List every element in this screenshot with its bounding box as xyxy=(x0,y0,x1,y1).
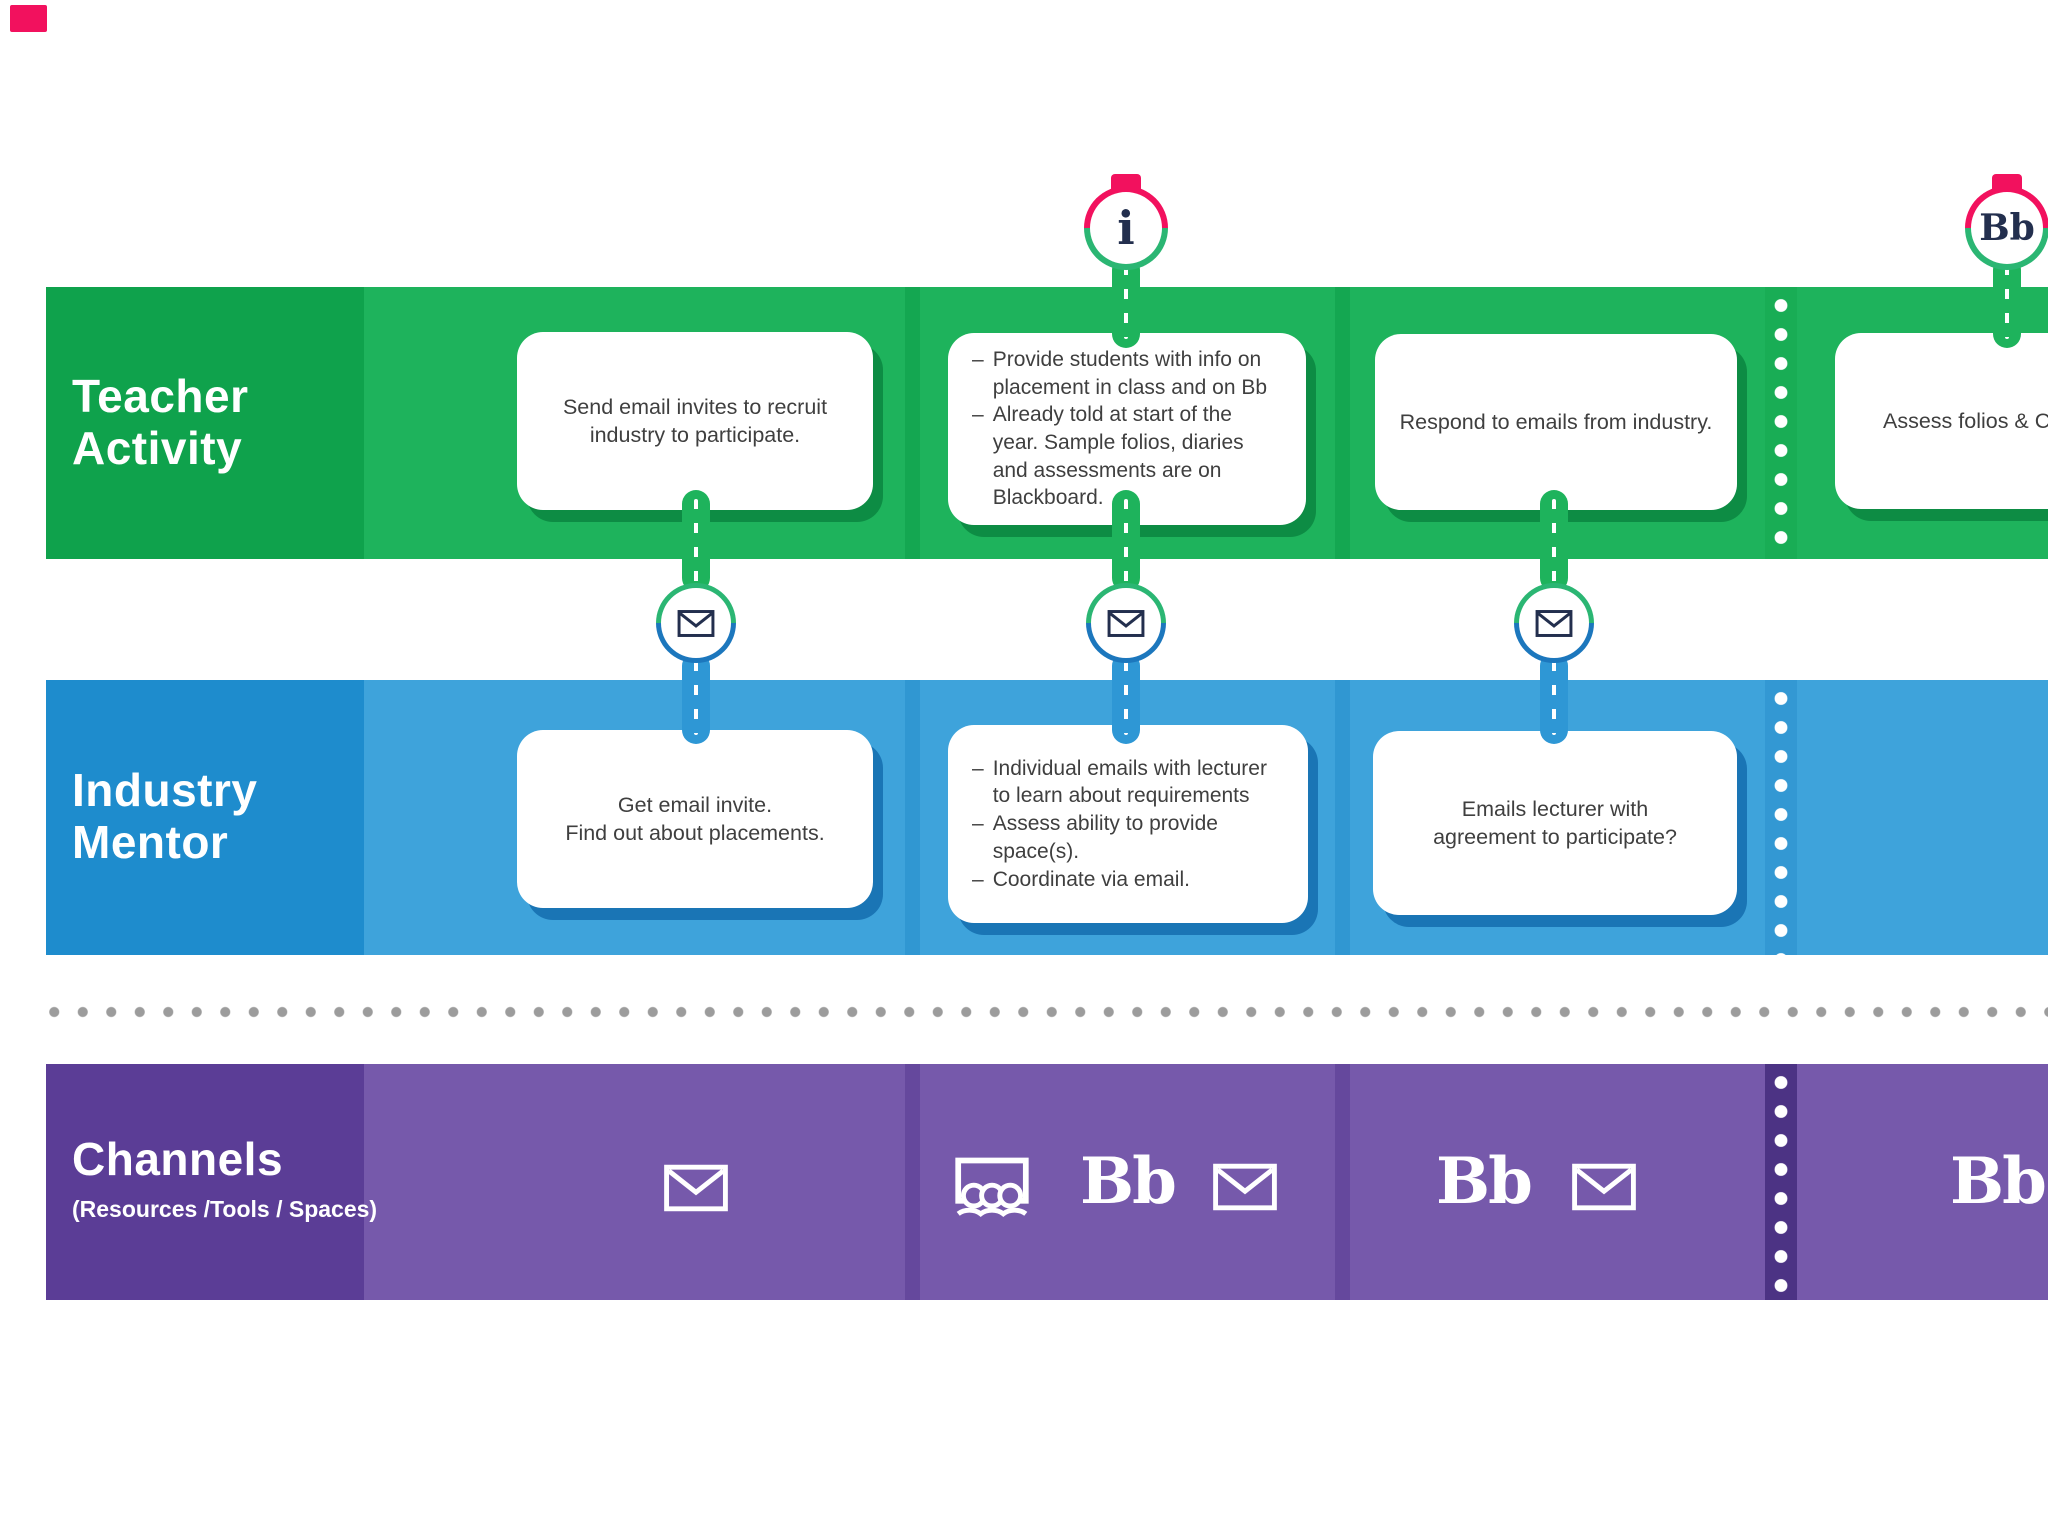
teacher-label-line2: Activity xyxy=(72,421,243,474)
connector-stem-blue xyxy=(1112,652,1140,744)
column-divider xyxy=(905,680,920,955)
blackboard-badge-face: Bb xyxy=(1971,192,2043,264)
column-divider xyxy=(1335,680,1350,955)
teacher-activity-label: Teacher Activity xyxy=(72,370,249,474)
bullet-text: Already told at start of the year. Sampl… xyxy=(992,403,1244,510)
column-divider xyxy=(905,1064,920,1300)
info-marker-stem xyxy=(1112,256,1140,348)
info-icon: i xyxy=(1117,201,1135,255)
bullet-dash: – xyxy=(972,347,984,371)
channel-cell2-envelope xyxy=(1212,1162,1278,1212)
email-connector-badge xyxy=(1514,583,1594,663)
email-connector-badge xyxy=(1086,583,1166,663)
card-text-line: Find out about placements. xyxy=(565,821,825,845)
blackboard-logo: Bb xyxy=(1080,1144,1177,1219)
bullet-item: – Already told at start of the year. Sam… xyxy=(972,401,1282,512)
channel-cell3-envelope xyxy=(1571,1162,1637,1212)
mentor-label-column xyxy=(46,680,364,955)
email-connector-badge xyxy=(656,583,736,663)
teacher-card-send-invites: Send email invites to recruit industry t… xyxy=(517,332,873,510)
column-divider xyxy=(1335,1064,1350,1300)
connector-stem-green xyxy=(1540,490,1568,592)
bullet-dash: – xyxy=(972,403,984,427)
channels-label-column xyxy=(46,1064,364,1300)
mentor-card-individual-emails: – Individual emails with lecturer to lea… xyxy=(948,725,1308,923)
card-text-line: Send email invites to recruit xyxy=(562,394,828,419)
email-connector-face xyxy=(1519,588,1589,658)
bullet-dash: – xyxy=(972,812,984,836)
classroom-icon xyxy=(955,1157,1029,1217)
bullet-text: Individual emails with lecturer to learn… xyxy=(992,756,1267,808)
line-of-visibility-dots xyxy=(40,1006,2048,1018)
column-divider xyxy=(905,287,920,559)
envelope-icon xyxy=(1535,609,1573,637)
bullet-text: Assess ability to provide space(s). xyxy=(992,812,1218,863)
channel-cell1 xyxy=(663,1163,729,1213)
card-text-line: Assess folios & C xyxy=(1883,408,2048,433)
corner-accent-mark xyxy=(10,5,47,32)
channels-label: Channels xyxy=(72,1133,284,1185)
bullet-text: Provide students with info on placement … xyxy=(992,347,1268,399)
phase-divider-dotted xyxy=(1765,1064,1797,1300)
blackboard-logo: Bb xyxy=(1950,1144,2047,1219)
mentor-label-line2: Mentor xyxy=(72,815,229,868)
teacher-label-column xyxy=(46,287,364,559)
envelope-icon xyxy=(677,609,715,637)
mentor-card-get-invite: Get email invite. Find out about placeme… xyxy=(517,730,873,908)
card-text-line: industry to participate. xyxy=(589,423,801,447)
connector-stem-green xyxy=(1112,490,1140,592)
connector-stem-blue xyxy=(682,652,710,744)
bullet-item: – Individual emails with lecturer to lea… xyxy=(972,755,1284,810)
bullet-item: – Coordinate via email. xyxy=(972,866,1190,894)
blackboard-icon: Bb xyxy=(1979,207,2035,249)
card-text-line: Respond to emails from industry. xyxy=(1399,409,1713,434)
info-badge: i xyxy=(1084,186,1168,270)
email-connector-face xyxy=(661,588,731,658)
industry-mentor-label: Industry Mentor xyxy=(72,764,258,868)
teacher-card-respond-emails: Respond to emails from industry. xyxy=(1375,334,1737,510)
card-text-line: Emails lecturer with xyxy=(1461,796,1649,821)
mentor-label-line1: Industry xyxy=(72,764,258,816)
connector-stem-blue xyxy=(1540,652,1568,744)
card-text-line: agreement to participate? xyxy=(1433,825,1677,849)
blackboard-logo: Bb xyxy=(1436,1144,1533,1219)
channels-sublabel: (Resources /Tools / Spaces) xyxy=(72,1196,378,1222)
email-connector-face xyxy=(1091,588,1161,658)
mentor-card-agreement: Emails lecturer with agreement to partic… xyxy=(1373,731,1737,915)
bullet-text: Coordinate via email. xyxy=(992,867,1190,891)
bullet-item: – Assess ability to provide space(s). xyxy=(972,810,1284,865)
bullet-item: – Provide students with info on placemen… xyxy=(972,346,1282,401)
envelope-icon xyxy=(1572,1163,1636,1211)
envelope-icon xyxy=(1107,609,1145,637)
bullet-dash: – xyxy=(972,756,984,780)
bullet-dash: – xyxy=(972,867,984,891)
channels-band xyxy=(46,1064,2048,1300)
blackboard-marker-stem xyxy=(1993,256,2021,348)
card-text-line: Get email invite. xyxy=(617,792,773,817)
envelope-icon xyxy=(1213,1163,1277,1211)
phase-divider-dotted xyxy=(1765,287,1797,559)
column-divider xyxy=(1335,287,1350,559)
blackboard-badge: Bb xyxy=(1965,186,2048,270)
teacher-label-line1: Teacher xyxy=(72,370,249,422)
teacher-card-assess-folios: Assess folios & C xyxy=(1835,333,2048,509)
connector-stem-green xyxy=(682,490,710,592)
envelope-icon xyxy=(664,1164,728,1212)
info-badge-face: i xyxy=(1090,192,1162,264)
channel-cell2-classroom xyxy=(953,1155,1031,1218)
phase-divider-dotted xyxy=(1765,680,1797,955)
